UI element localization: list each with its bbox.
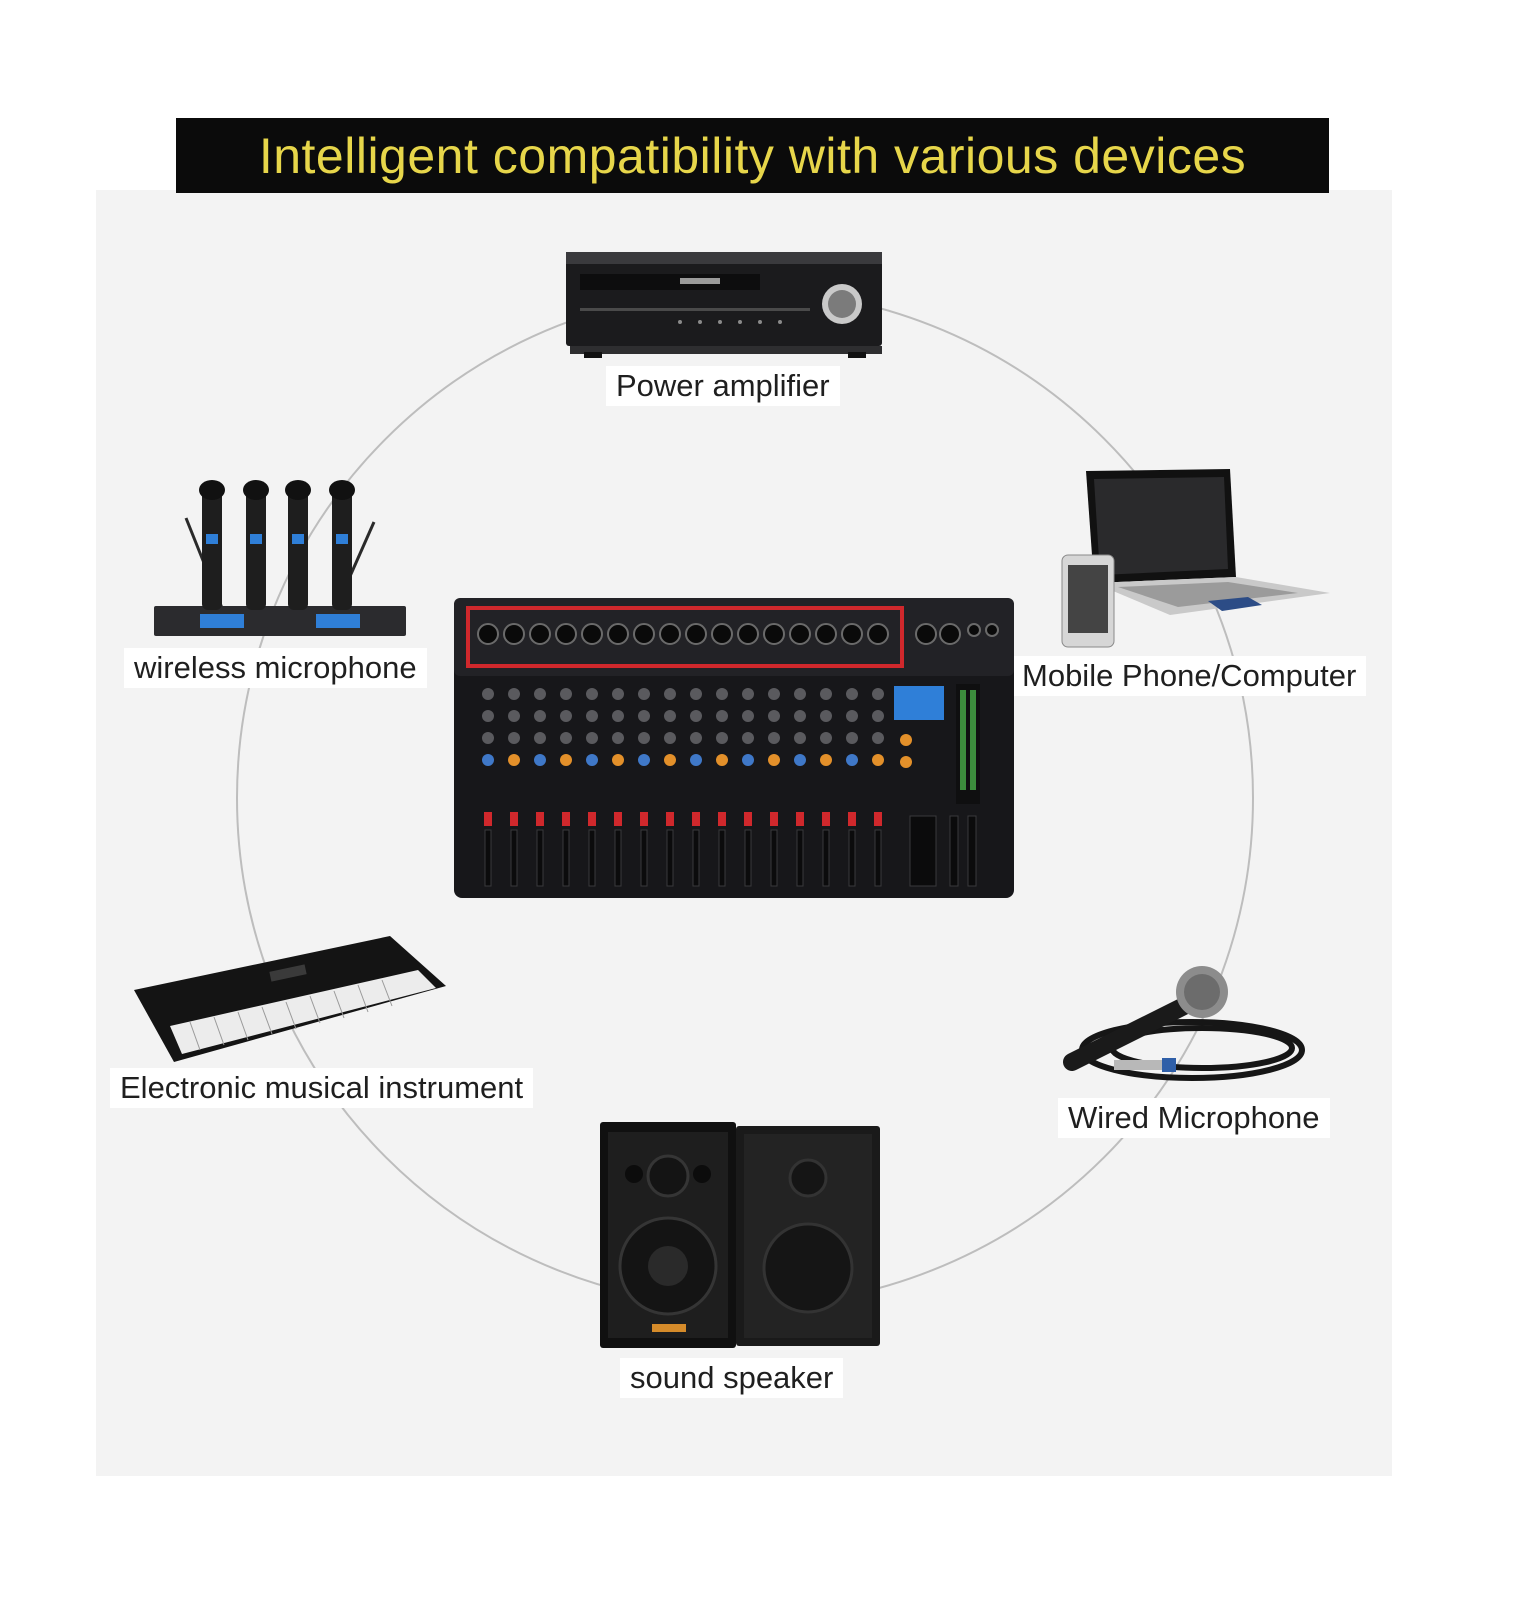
keyboard-icon <box>134 936 446 1062</box>
power-amplifier-icon <box>566 252 882 358</box>
speaker-pair-icon <box>600 1122 880 1348</box>
device-label-sound-speaker: sound speaker <box>620 1358 844 1398</box>
input-jacks-highlight <box>466 606 904 668</box>
page-title: Intelligent compatibility with various d… <box>258 127 1247 184</box>
wireless-microphone-icon <box>154 480 406 636</box>
device-label-wireless-microphone: wireless microphone <box>124 648 427 688</box>
title-banner: Intelligent compatibility with various d… <box>176 118 1329 193</box>
device-label-mobile-computer: Mobile Phone/Computer <box>1012 656 1367 696</box>
device-label-electronic-instrument: Electronic musical instrument <box>110 1068 534 1108</box>
audio-mixer-icon <box>454 598 1014 898</box>
laptop-and-phone-icon <box>1061 469 1330 648</box>
device-label-wired-microphone: Wired Microphone <box>1058 1098 1330 1138</box>
device-label-power-amplifier: Power amplifier <box>606 366 840 406</box>
wired-microphone-icon <box>1063 966 1305 1081</box>
